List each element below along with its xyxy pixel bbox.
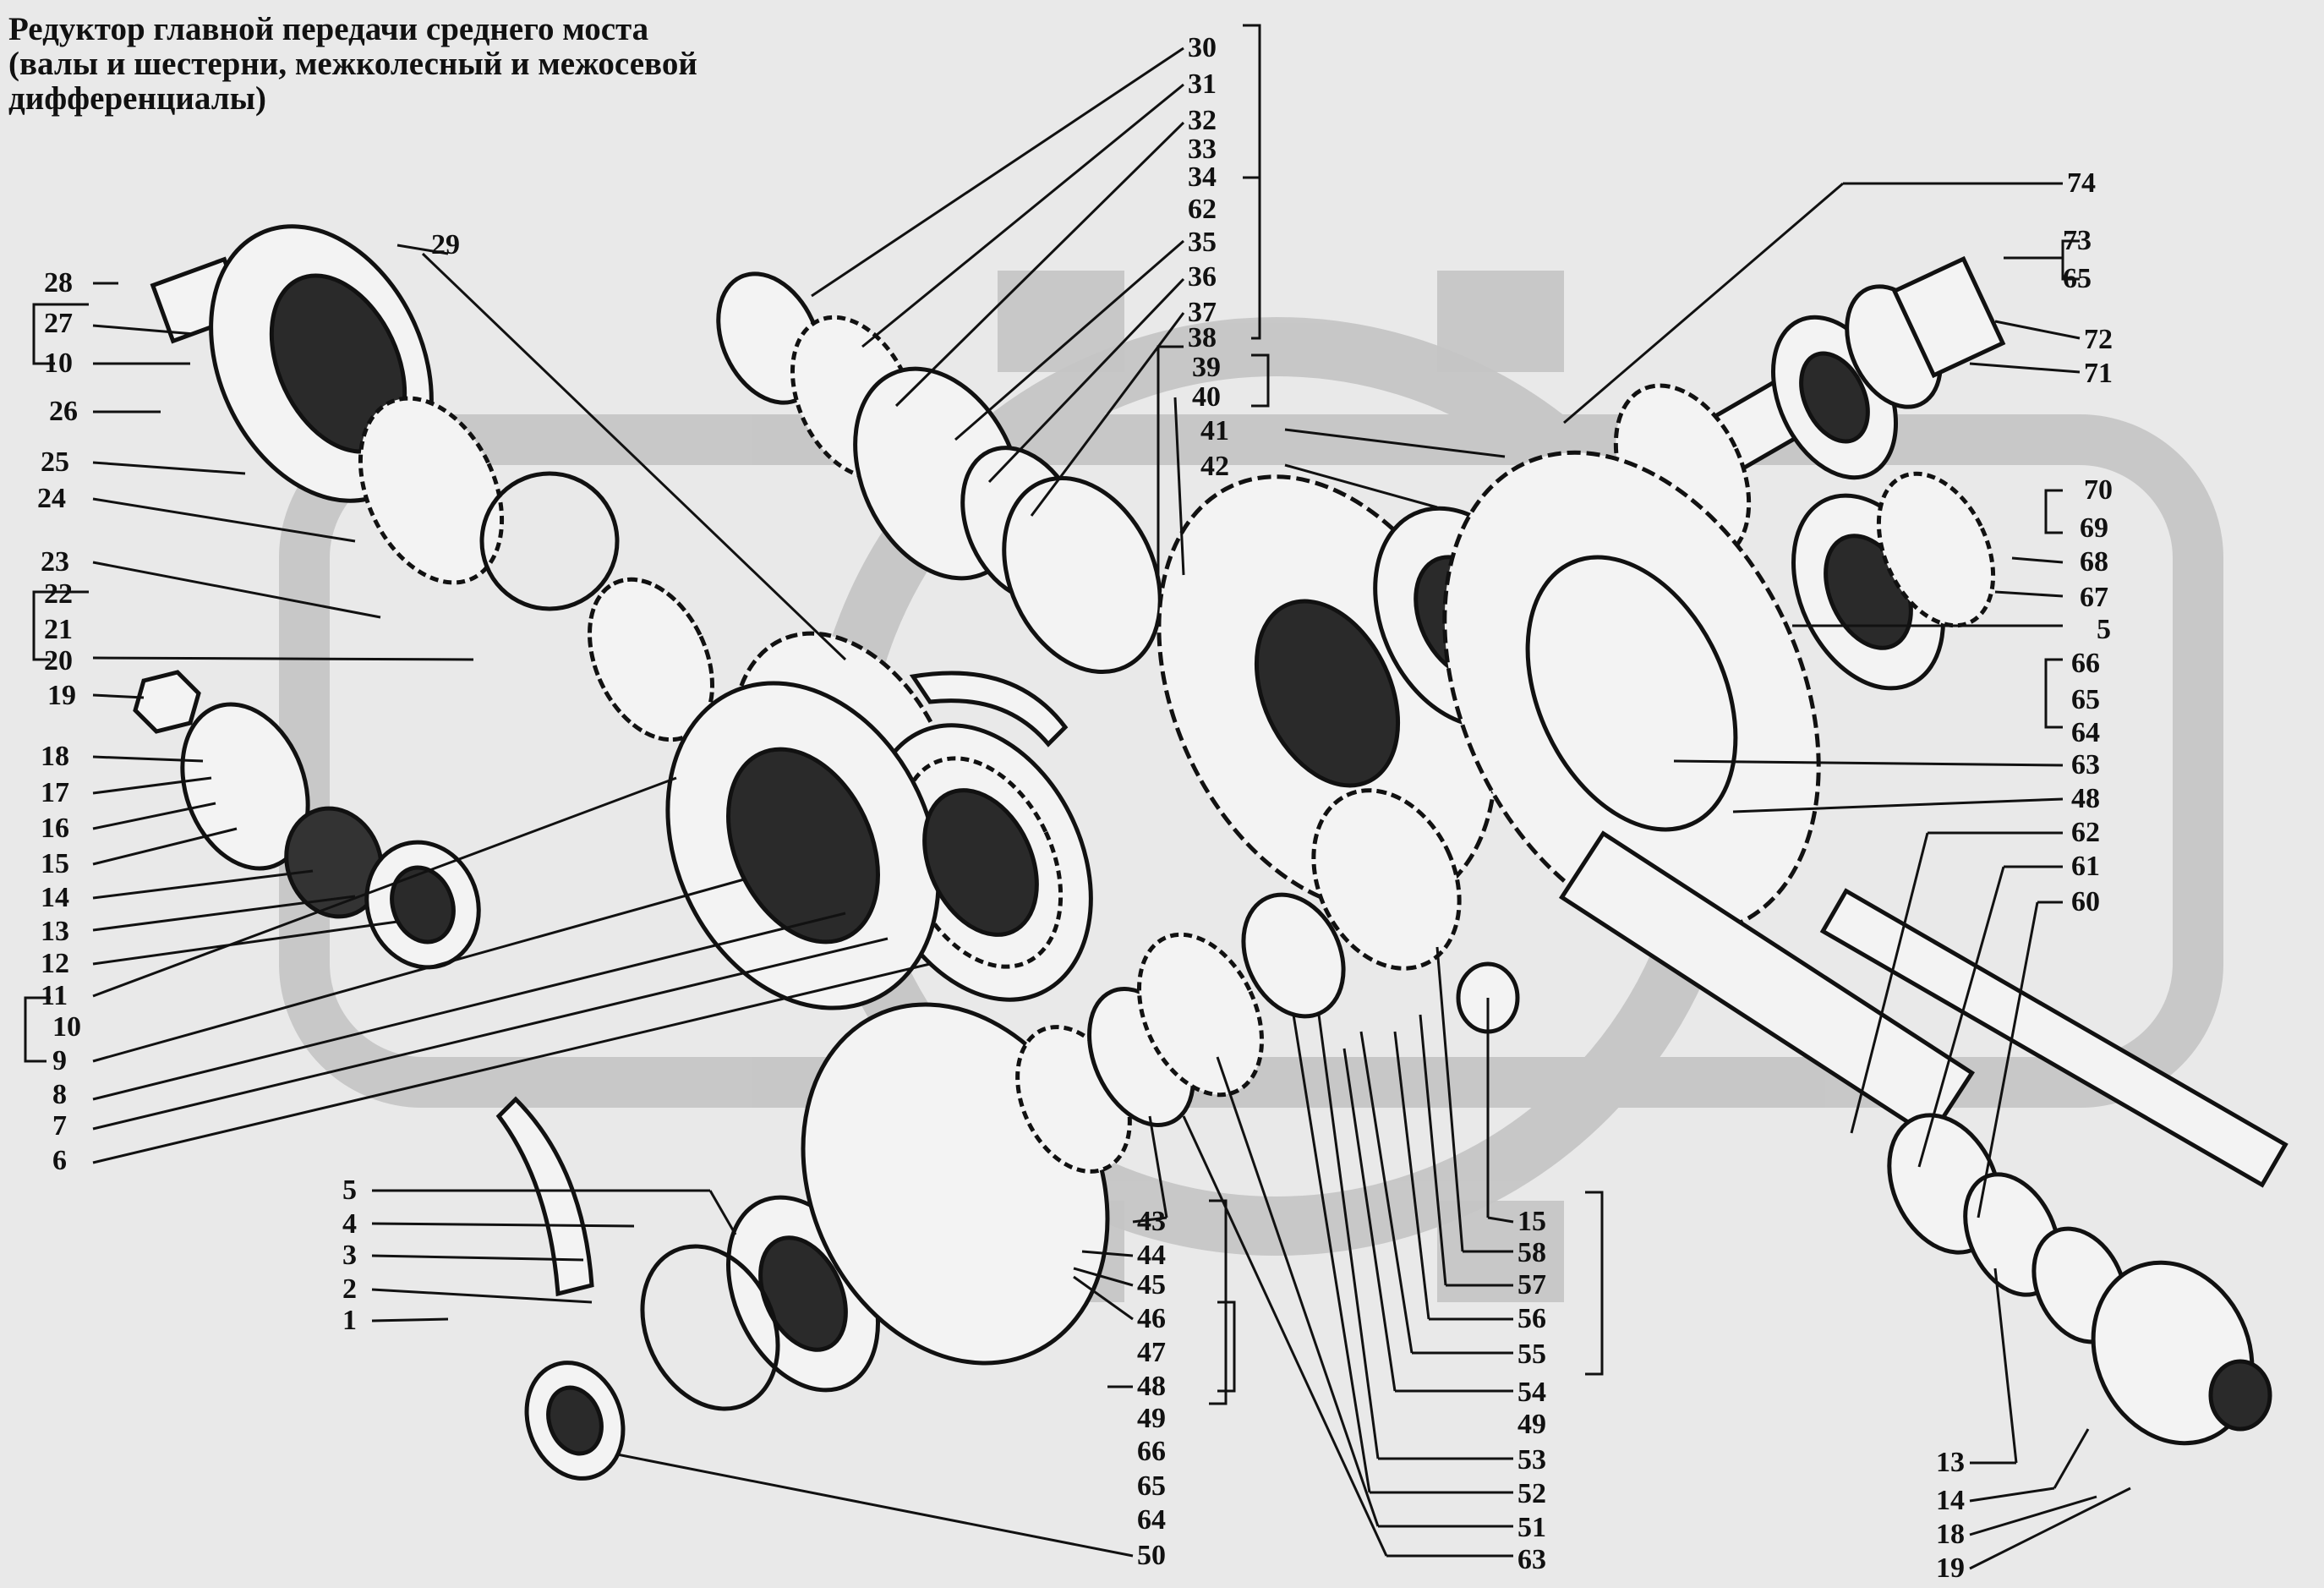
title-line-1: Редуктор главной передачи среднего моста xyxy=(8,11,649,47)
callout-label-bottom_center-10: 50 xyxy=(1137,1540,1166,1571)
callout-label-bottom_mid-6: 49 xyxy=(1517,1409,1546,1440)
callout-label-top_right-0: 74 xyxy=(2067,167,2096,199)
callout-label-top_right-6: 69 xyxy=(2080,512,2108,544)
callout-label-top_right-17: 60 xyxy=(2071,886,2100,917)
callout-label-left-15: 14 xyxy=(41,882,69,913)
callout-label-bottom_mid-9: 51 xyxy=(1517,1512,1546,1543)
callout-label-left-19: 10 xyxy=(52,1011,81,1043)
callout-label-left-6: 23 xyxy=(41,546,69,578)
callout-label-bottom_left-4: 1 xyxy=(342,1305,357,1336)
callout-label-bottom_center-7: 66 xyxy=(1137,1436,1166,1467)
callout-label-top_right-8: 67 xyxy=(2080,582,2108,613)
callout-label-bottom_center-2: 45 xyxy=(1137,1269,1166,1301)
callout-label-left-13: 16 xyxy=(41,813,69,844)
callout-label-top_right-12: 64 xyxy=(2071,717,2100,748)
callout-label-bottom_left-0: 5 xyxy=(342,1175,357,1206)
callout-label-left-21: 8 xyxy=(52,1079,67,1110)
callout-label-left-7: 22 xyxy=(44,578,73,610)
callout-label-bottom_center-3: 46 xyxy=(1137,1303,1166,1334)
callout-label-left-14: 15 xyxy=(41,848,69,879)
callout-label-top_center-1: 30 xyxy=(1188,32,1217,63)
callout-label-top_center-3: 32 xyxy=(1188,105,1217,136)
callout-label-left-1: 27 xyxy=(44,308,73,339)
callout-label-left-12: 17 xyxy=(41,777,69,808)
callout-label-bottom_mid-4: 55 xyxy=(1517,1339,1546,1370)
callout-label-top_right-3: 72 xyxy=(2084,324,2113,355)
callout-label-bottom_center-6: 49 xyxy=(1137,1403,1166,1434)
callout-label-left-0: 28 xyxy=(44,267,73,298)
callout-label-top_right-2: 65 xyxy=(2063,263,2092,294)
callout-label-top_right-1: 73 xyxy=(2063,225,2092,256)
callout-label-left-9: 20 xyxy=(44,645,73,676)
callout-label-top_right-15: 62 xyxy=(2071,817,2100,848)
callout-label-bottom_mid-1: 58 xyxy=(1517,1237,1546,1268)
callout-label-bottom_right-3: 19 xyxy=(1936,1552,1965,1584)
callout-label-top_right-13: 63 xyxy=(2071,749,2100,780)
callout-label-bottom_right-2: 18 xyxy=(1936,1519,1965,1550)
callout-label-top_right-11: 65 xyxy=(2071,684,2100,715)
callout-label-bottom_left-2: 3 xyxy=(342,1240,357,1271)
callout-label-left-3: 26 xyxy=(49,396,78,427)
parts-drawing xyxy=(133,224,2288,1481)
callout-label-left-8: 21 xyxy=(44,614,73,645)
callout-label-bottom_right-0: 13 xyxy=(1936,1447,1965,1478)
callout-label-bottom_center-1: 44 xyxy=(1137,1240,1166,1271)
callout-label-bottom_left-3: 2 xyxy=(342,1273,357,1305)
callout-label-left-4: 25 xyxy=(41,446,69,478)
callout-label-top_right-5: 70 xyxy=(2084,474,2113,506)
callout-label-bottom_center-0: 43 xyxy=(1137,1206,1166,1237)
callout-label-bottom_mid-0: 15 xyxy=(1517,1206,1546,1237)
callout-label-top_center-2: 31 xyxy=(1188,68,1217,100)
callout-label-top_right-4: 71 xyxy=(2084,358,2113,389)
callout-label-bottom_center-4: 47 xyxy=(1137,1337,1166,1368)
callout-labels: 2827102625242322212019181716151413121110… xyxy=(37,32,2113,1584)
callout-label-top_center-13: 41 xyxy=(1200,415,1229,446)
callout-label-bottom_mid-8: 52 xyxy=(1517,1478,1546,1509)
callout-label-top_center-7: 35 xyxy=(1188,227,1217,258)
callout-label-left-5: 24 xyxy=(37,483,66,514)
callout-label-bottom_mid-2: 57 xyxy=(1517,1269,1546,1301)
callout-label-bottom_left-1: 4 xyxy=(342,1208,357,1240)
callout-label-left-20: 9 xyxy=(52,1045,67,1076)
callout-label-top_center-14: 42 xyxy=(1200,451,1229,482)
callout-label-bottom_center-8: 65 xyxy=(1137,1470,1166,1502)
callout-label-left-10: 19 xyxy=(47,680,76,711)
callout-label-top_right-10: 66 xyxy=(2071,648,2100,679)
callout-label-left-2: 10 xyxy=(44,348,73,379)
callout-label-top_center-8: 36 xyxy=(1188,261,1217,293)
callout-label-top_center-6: 62 xyxy=(1188,194,1217,225)
callout-label-top_right-9: 5 xyxy=(2097,614,2111,645)
callout-label-top_right-16: 61 xyxy=(2071,851,2100,882)
title-line-3: дифференциалы) xyxy=(8,80,267,117)
callout-label-left-11: 18 xyxy=(41,741,69,772)
callout-label-bottom_mid-10: 63 xyxy=(1517,1544,1546,1575)
callout-label-top_center-11: 39 xyxy=(1192,352,1221,383)
leader-lines xyxy=(24,24,2131,1570)
callout-label-top_center-4: 33 xyxy=(1188,134,1217,165)
callout-label-top_center-9: 37 xyxy=(1188,297,1217,328)
callout-label-bottom_mid-5: 54 xyxy=(1517,1377,1546,1408)
callout-label-left-17: 12 xyxy=(41,948,69,979)
callout-label-left-23: 6 xyxy=(52,1145,67,1176)
callout-label-bottom_right-1: 14 xyxy=(1936,1485,1965,1516)
callout-label-top_right-7: 68 xyxy=(2080,546,2108,578)
callout-label-top_center-12: 40 xyxy=(1192,381,1221,413)
callout-label-left-22: 7 xyxy=(52,1110,67,1142)
callout-label-top_center-10: 38 xyxy=(1188,322,1217,353)
callout-label-bottom_mid-3: 56 xyxy=(1517,1303,1546,1334)
title-line-2: (валы и шестерни, межколесный и межосево… xyxy=(8,46,697,82)
callout-label-bottom_mid-7: 53 xyxy=(1517,1444,1546,1476)
callout-label-bottom_center-5: 48 xyxy=(1137,1371,1166,1402)
callout-label-left-16: 13 xyxy=(41,916,69,947)
callout-label-top_center-0: 29 xyxy=(431,229,460,260)
callout-label-bottom_center-9: 64 xyxy=(1137,1504,1166,1536)
callout-label-top_right-14: 48 xyxy=(2071,783,2100,814)
diagram-title: Редуктор главной передачи среднего моста… xyxy=(8,12,981,116)
callout-label-left-18: 11 xyxy=(41,980,68,1011)
callout-label-top_center-5: 34 xyxy=(1188,162,1217,193)
